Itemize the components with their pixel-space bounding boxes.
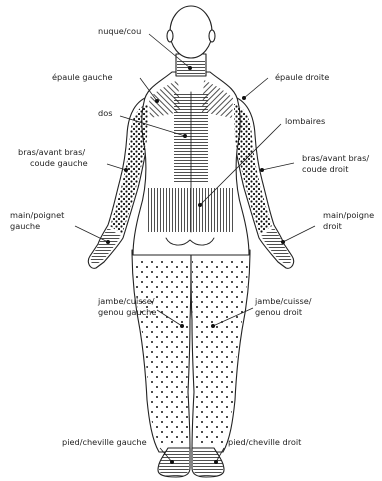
label-arm-right-line2: coude droit [302, 164, 349, 174]
label-foot-right: pied/cheville droit [228, 437, 302, 447]
label-lumbar: lombaires [285, 116, 325, 126]
label-leg-left-line2: genou gauche [98, 307, 156, 317]
lumbar-region-shading [147, 188, 235, 232]
leader-shoulder-right [244, 78, 268, 98]
leader-dot-back [183, 134, 187, 138]
label-hand-right-line2: droit [323, 221, 343, 231]
leader-dot-leg-left [180, 324, 184, 328]
label-arm-left-line2: coude gauche [30, 158, 88, 168]
leader-dot-shoulder-right [242, 96, 246, 100]
leader-dot-foot-right [214, 460, 218, 464]
label-hand-left-line2: gauche [10, 221, 40, 231]
label-back: dos [98, 108, 112, 118]
right-foot-region-shading [193, 450, 223, 476]
leader-dot-hand-right [281, 240, 285, 244]
leader-dot-arm-right [260, 168, 264, 172]
leader-dot-leg-right [211, 324, 215, 328]
body-figure [88, 6, 293, 477]
label-hand-right-line1: main/poigne [323, 210, 374, 220]
leader-dot-hand-left [106, 240, 110, 244]
label-neck: nuque/cou [98, 26, 141, 36]
leader-dot-shoulder-left [155, 99, 159, 103]
leader-arm-right [262, 163, 294, 170]
left-foot-region-shading [159, 450, 189, 476]
label-arm-left-line1: bras/avant bras/ [18, 147, 85, 157]
label-shoulder-left: épaule gauche [52, 72, 113, 82]
leader-dot-foot-left [170, 460, 174, 464]
leader-hand-right [283, 226, 315, 242]
label-hand-left-line1: main/poignet [10, 210, 65, 220]
label-leg-left-line1: jambe/cuisse/ [97, 296, 155, 306]
label-foot-left: pied/cheville gauche [62, 437, 147, 447]
label-leg-right-line1: jambe/cuisse/ [254, 296, 312, 306]
left-ear [167, 30, 173, 42]
right-ear [209, 30, 215, 42]
label-shoulder-right: épaule droite [275, 72, 329, 82]
label-leg-right-line2: genou droit [255, 307, 303, 317]
head-outline [170, 6, 212, 58]
leader-dot-lumbar [198, 203, 202, 207]
back-region-shading [174, 92, 208, 184]
leader-dot-neck [188, 66, 192, 70]
leader-dot-arm-left [124, 168, 128, 172]
label-arm-right-line1: bras/avant bras/ [302, 153, 369, 163]
